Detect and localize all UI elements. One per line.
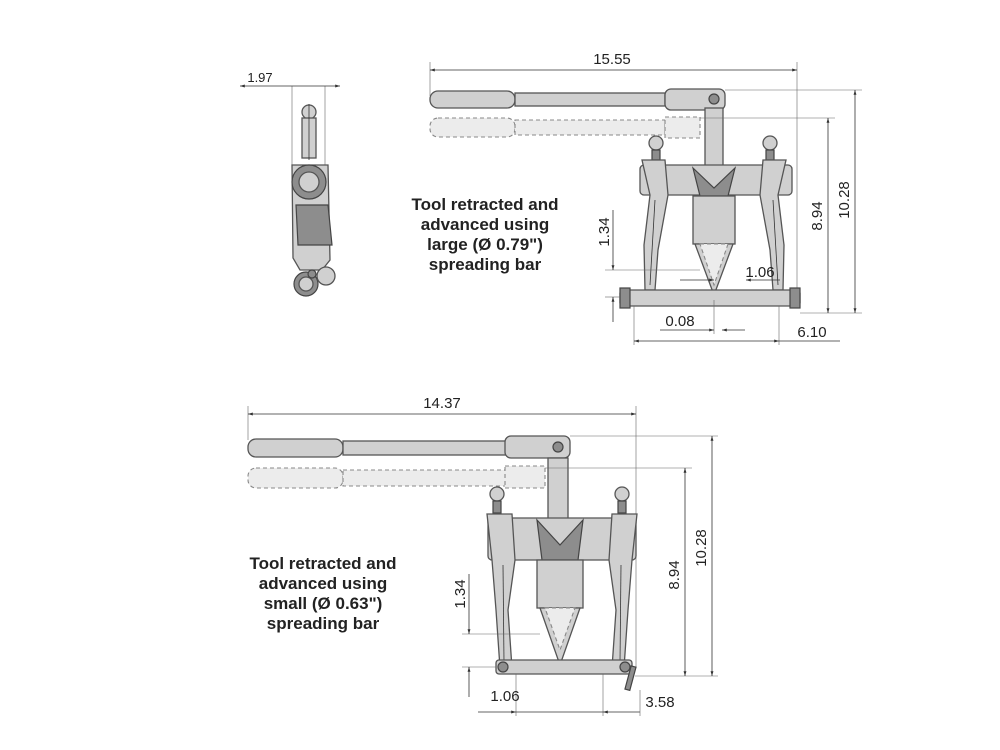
top-length-dim: 15.55	[593, 51, 631, 68]
bottom-height-outer-dim: 10.28	[693, 529, 710, 567]
top-bar-ext-dim: 6.10	[797, 324, 826, 341]
bottom-caption-line-3: small (Ø 0.63")	[263, 594, 383, 613]
bottom-height-inner-dim: 8.94	[666, 560, 683, 589]
top-caption-line-4: spreading bar	[428, 255, 542, 274]
bottom-caption: Tool retracted and advanced using small …	[228, 554, 418, 634]
bottom-caption-line-1: Tool retracted and	[249, 554, 397, 573]
side-view: 1.97	[240, 70, 340, 297]
top-tip-offset-dim: 1.06	[745, 264, 774, 281]
bottom-tip-offset-dim: 1.06	[490, 688, 519, 705]
side-width-dim: 1.97	[247, 70, 272, 85]
bottom-length-dim: 14.37	[423, 395, 461, 412]
top-height-inner-dim: 8.94	[809, 201, 826, 230]
bottom-view: 14.37 1.34	[247, 395, 718, 716]
top-caption: Tool retracted and advanced using large …	[390, 195, 580, 275]
bottom-caption-line-2: advanced using	[258, 574, 388, 593]
top-caption-line-3: large (Ø 0.79")	[427, 235, 543, 254]
bottom-caption-line-4: spreading bar	[266, 614, 380, 633]
top-height-outer-dim: 10.28	[836, 181, 853, 219]
top-caption-line-2: advanced using	[420, 215, 550, 234]
top-jaw-gap-dim: 1.34	[596, 217, 613, 246]
top-caption-line-1: Tool retracted and	[411, 195, 559, 214]
top-center-offset-dim: 0.08	[665, 313, 694, 330]
bottom-bar-ext-dim: 3.58	[645, 694, 674, 711]
top-view: 15.55	[429, 51, 862, 345]
bottom-jaw-gap-dim: 1.34	[452, 579, 469, 608]
